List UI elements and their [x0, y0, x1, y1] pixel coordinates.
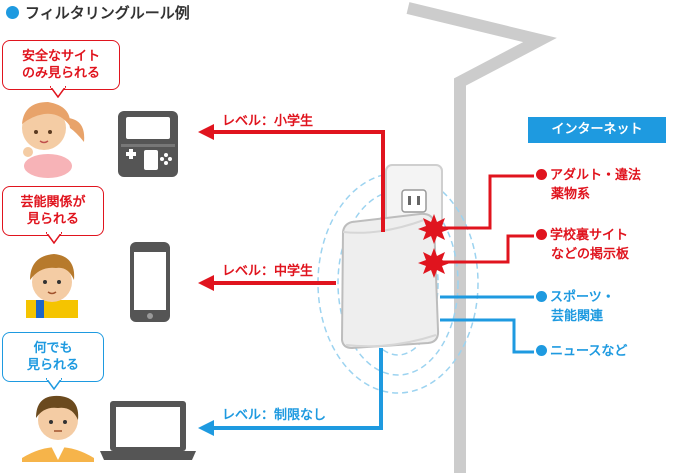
internet-badge: インターネット [528, 117, 666, 143]
allowed-bullet-icon [536, 291, 547, 302]
speech-bubble-level3: 何でも 見られる [2, 332, 104, 382]
wall-outlet-icon [385, 164, 443, 230]
arrow-head-level2 [198, 275, 214, 291]
bubble-line: 見られる [26, 212, 79, 227]
title-text: フィルタリングルール例 [25, 4, 190, 22]
girl-avatar-icon [22, 102, 85, 178]
speech-bubble-level2: 芸能関係が 見られる [2, 186, 104, 236]
cat-line-2 [440, 234, 534, 264]
level-label-junior-high: レベル：中学生 [222, 264, 314, 279]
speech-bubble-level1: 安全なサイト のみ見られる [2, 40, 120, 90]
blocked-bullet-icon [536, 229, 547, 240]
bubble-line: のみ見られる [21, 66, 100, 81]
cat-line-1 [440, 174, 534, 230]
man-avatar-icon [22, 395, 94, 462]
level-label-unrestricted: レベル：制限なし [222, 408, 327, 423]
bubble-tail [46, 232, 62, 244]
arrow-head-level3 [198, 420, 214, 436]
game-console-icon [118, 111, 178, 177]
bubble-line: 芸能関係が [20, 195, 86, 210]
bubble-line: 何でも [33, 341, 73, 356]
category-line: ニュースなど [550, 344, 628, 359]
category-line: スポーツ・ [550, 290, 615, 305]
allowed-bullet-icon [536, 345, 547, 356]
category-news: ニュースなど [536, 342, 627, 361]
block-burst-icon [418, 248, 450, 278]
router-icon [340, 212, 440, 350]
filter-lines-red [212, 130, 385, 285]
house-wall [406, 2, 557, 473]
bubble-line: 安全なサイト [21, 49, 100, 64]
bubble-tail [46, 378, 62, 390]
category-line: 学校裏サイト [550, 228, 629, 243]
blocked-bullet-icon [536, 169, 547, 180]
page-title: フィルタリングルール例 [6, 2, 190, 23]
category-school-boards: 学校裏サイト などの掲示板 [536, 226, 629, 264]
bubble-tail [50, 86, 66, 98]
block-burst-icon [418, 214, 450, 244]
laptop-icon [100, 401, 196, 460]
category-line: アダルト・違法 [550, 168, 642, 183]
title-bullet-icon [6, 6, 19, 19]
boy-avatar-icon [26, 254, 78, 318]
category-line: などの掲示板 [551, 247, 630, 262]
filter-line-blue [212, 348, 383, 430]
category-sports-entertainment: スポーツ・ 芸能関連 [536, 288, 615, 326]
cat-line-4 [440, 318, 534, 354]
smartphone-icon [130, 242, 170, 322]
category-line: 芸能関連 [551, 309, 604, 324]
category-line: 薬物系 [551, 187, 591, 202]
bubble-line: 見られる [26, 358, 79, 373]
arrow-head-level1 [198, 124, 214, 140]
level-label-elementary: レベル：小学生 [222, 114, 314, 129]
category-adult-illegal-drugs: アダルト・違法 薬物系 [536, 166, 641, 204]
